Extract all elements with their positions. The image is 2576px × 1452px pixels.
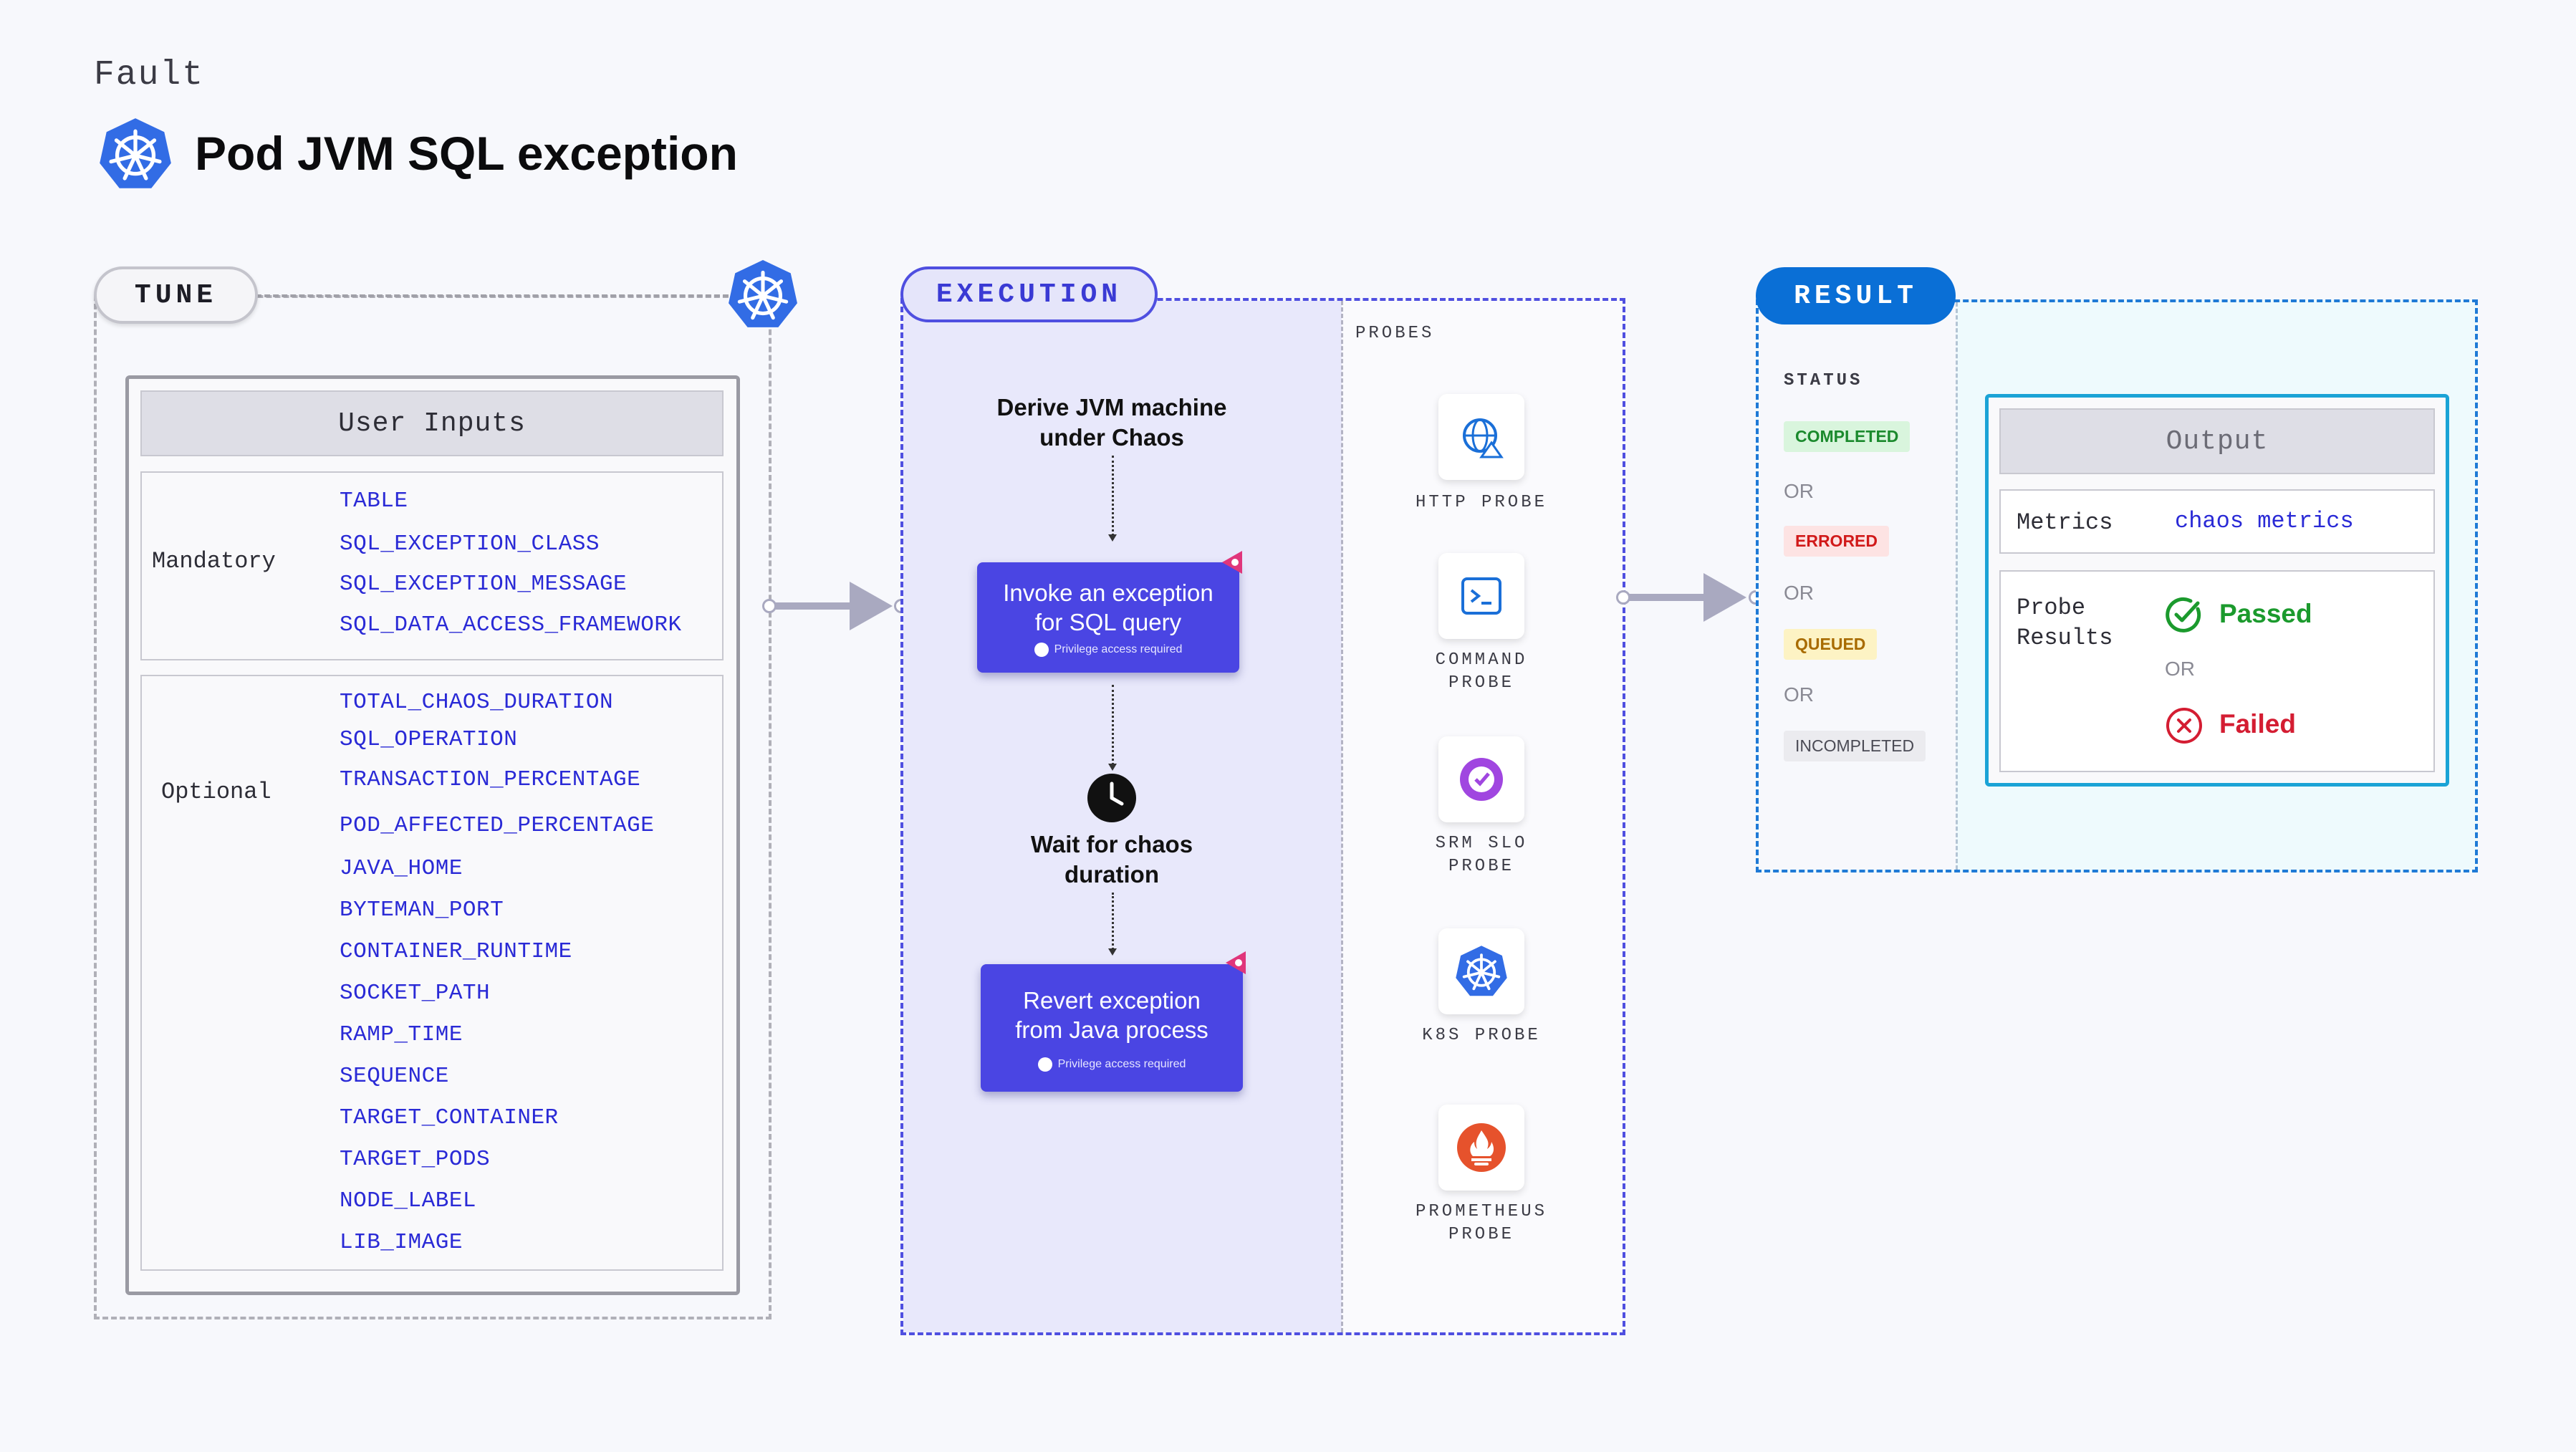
connector-dot (1616, 590, 1630, 605)
param-sql-operation: SQL_OPERATION (340, 727, 518, 752)
x-circle-icon (2165, 706, 2203, 749)
param-target-container: TARGET_CONTAINER (340, 1105, 559, 1130)
arrow-head-icon (850, 582, 893, 634)
k8s-probe-label: K8S PROBE (1422, 1026, 1541, 1045)
passed-text: Passed (2219, 599, 2312, 628)
kubernetes-icon (726, 258, 799, 331)
probes-label: PROBES (1355, 324, 1435, 343)
globe-icon (1463, 418, 1504, 458)
chaos-badge-icon (1216, 547, 1248, 582)
mandatory-group (140, 471, 724, 660)
check-circle-icon (2163, 595, 2203, 638)
tune-pill: TUNE (94, 266, 258, 324)
connector-dot (762, 599, 777, 613)
param-byteman-port: BYTEMAN_PORT (340, 898, 504, 923)
param-sequence: SEQUENCE (340, 1064, 449, 1089)
flow-arrow-icon (1108, 764, 1117, 771)
flow-line (1112, 685, 1114, 765)
srm-slo-probe-tile[interactable] (1438, 736, 1524, 822)
status-badge-incompleted: INCOMPLETED (1784, 731, 1926, 761)
flow-line (1112, 456, 1114, 536)
arrow-head-icon (1703, 573, 1746, 625)
mandatory-label: Mandatory (152, 548, 276, 574)
k8s-probe-tile[interactable] (1438, 928, 1524, 1014)
flow-arrow-icon (1108, 534, 1117, 542)
user-inputs-title: User Inputs (140, 390, 724, 456)
execution-pill: EXECUTION (900, 266, 1158, 322)
status-area (1759, 302, 1956, 870)
kubernetes-icon (1456, 946, 1507, 996)
page-title: Pod JVM SQL exception (195, 127, 738, 180)
http-probe-label: HTTP PROBE (1415, 493, 1548, 512)
or-text: OR (1784, 582, 1814, 604)
param-transaction-percentage: TRANSACTION_PERCENTAGE (340, 767, 641, 792)
param-lib-image: LIB_IMAGE (340, 1230, 463, 1255)
lock-icon (1034, 643, 1049, 657)
optional-group (140, 675, 724, 1271)
param-ramp-time: RAMP_TIME (340, 1022, 463, 1047)
param-pod-affected-percentage: POD_AFFECTED_PERCENTAGE (340, 813, 655, 838)
chaos-badge-icon (1220, 947, 1251, 982)
param-java-home: JAVA_HOME (340, 856, 463, 881)
terminal-icon (1461, 577, 1501, 615)
probe-results-row (1999, 570, 2435, 772)
section-label: Fault (94, 56, 205, 95)
param-table: TABLE (340, 489, 408, 514)
srm-slo-icon (1460, 758, 1503, 801)
param-target-pods: TARGET_PODS (340, 1147, 491, 1172)
status-badge-errored: ERRORED (1784, 526, 1890, 557)
prometheus-icon (1457, 1123, 1506, 1172)
failed-text: Failed (2219, 709, 2296, 739)
flow-arrow-icon (1108, 948, 1117, 956)
metrics-value: chaos metrics (2175, 508, 2354, 534)
param-socket-path: SOCKET_PATH (340, 981, 491, 1006)
status-badge-completed: COMPLETED (1784, 421, 1911, 452)
clock-icon (1086, 772, 1138, 827)
arrow-shaft (775, 602, 854, 610)
param-node-label: NODE_LABEL (340, 1188, 477, 1213)
or-text: OR (1784, 480, 1814, 502)
metrics-row (1999, 489, 2435, 554)
param-sql-data-access-framework: SQL_DATA_ACCESS_FRAMEWORK (340, 612, 682, 638)
http-probe-tile[interactable] (1438, 394, 1524, 480)
arrow-shaft (1629, 594, 1708, 601)
command-probe-tile[interactable] (1438, 553, 1524, 639)
prometheus-probe-tile[interactable] (1438, 1105, 1524, 1191)
param-total-chaos-duration: TOTAL_CHAOS_DURATION (340, 690, 614, 715)
status-label: STATUS (1784, 371, 1863, 390)
or-text: OR (1784, 683, 1814, 706)
param-container-runtime: CONTAINER_RUNTIME (340, 939, 572, 964)
metrics-label: Metrics (2017, 509, 2113, 536)
param-sql-exception-message: SQL_EXCEPTION_MESSAGE (340, 572, 628, 597)
result-divider (1956, 302, 1958, 870)
optional-label: Optional (161, 779, 271, 805)
execution-divider (1341, 301, 1343, 1332)
kubernetes-icon (97, 116, 173, 192)
param-sql-exception-class: SQL_EXCEPTION_CLASS (340, 532, 600, 557)
flow-line (1112, 893, 1114, 950)
or-text: OR (2165, 658, 2195, 680)
lock-icon (1037, 1057, 1052, 1072)
result-pill: RESULT (1756, 267, 1956, 324)
tune-header-line (256, 294, 729, 297)
status-badge-queued: QUEUED (1784, 629, 1878, 660)
output-title: Output (1999, 408, 2435, 474)
